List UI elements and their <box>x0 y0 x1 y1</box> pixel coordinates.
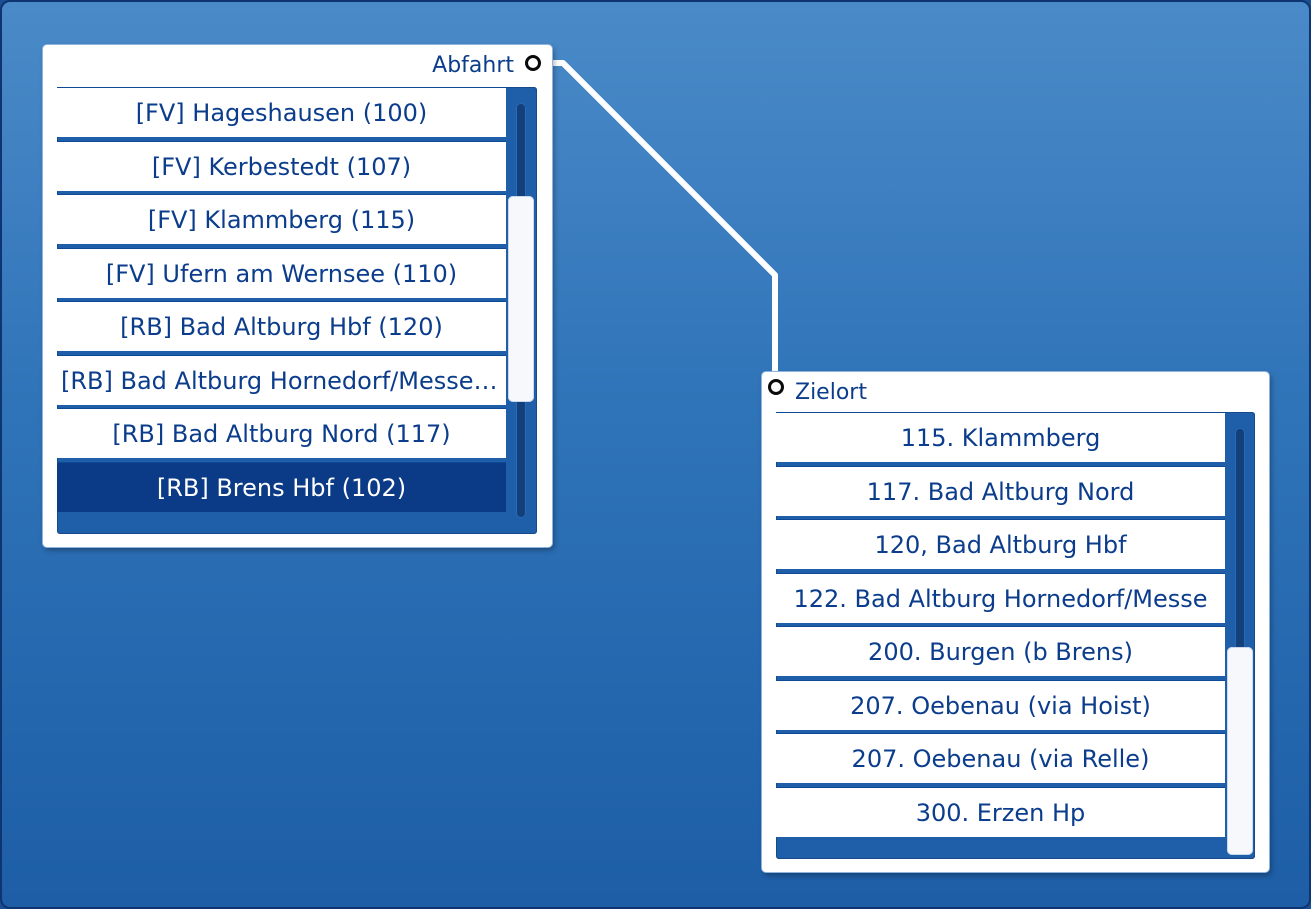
list-item[interactable]: 207. Oebenau (via Hoist) <box>776 679 1225 730</box>
list-item[interactable]: 207. Oebenau (via Relle) <box>776 733 1225 783</box>
destination-panel: Zielort 115. Klammberg 117. Bad Altburg … <box>762 372 1269 872</box>
departure-panel-title: Abfahrt <box>432 53 514 78</box>
destination-input-port[interactable] <box>768 379 784 395</box>
list-item[interactable]: 300. Erzen Hp <box>776 786 1225 837</box>
destination-list-frame: 115. Klammberg 117. Bad Altburg Nord 120… <box>776 412 1255 859</box>
list-item[interactable]: [RB] Bad Altburg Hbf (120) <box>57 301 506 351</box>
destination-list[interactable]: 115. Klammberg 117. Bad Altburg Nord 120… <box>776 412 1225 840</box>
list-item[interactable]: 122. Bad Altburg Hornedorf/Messe <box>776 572 1225 623</box>
list-item[interactable]: 115. Klammberg <box>776 412 1225 462</box>
list-item[interactable]: [RB] Bad Altburg Nord (117) <box>57 408 506 458</box>
destination-panel-title: Zielort <box>795 380 867 405</box>
departure-scrollbar-thumb[interactable] <box>508 195 534 402</box>
departure-list[interactable]: [FV] Hageshausen (100) [FV] Kerbestedt (… <box>57 87 506 515</box>
list-item[interactable]: [FV] Kerbestedt (107) <box>57 140 506 191</box>
list-item[interactable]: 200. Burgen (b Brens) <box>776 626 1225 676</box>
departure-list-frame: [FV] Hageshausen (100) [FV] Kerbestedt (… <box>57 87 537 534</box>
departure-panel: Abfahrt [FV] Hageshausen (100) [FV] Kerb… <box>43 45 552 547</box>
list-item[interactable]: 117. Bad Altburg Nord <box>776 465 1225 516</box>
departure-output-port[interactable] <box>525 55 541 71</box>
destination-scrollbar-thumb[interactable] <box>1227 647 1253 855</box>
list-item[interactable]: 120, Bad Altburg Hbf <box>776 519 1225 569</box>
list-item[interactable]: [FV] Ufern am Wernsee (110) <box>57 247 506 298</box>
list-item[interactable]: [FV] Klammberg (115) <box>57 194 506 244</box>
destination-scrollbar-track[interactable] <box>1235 428 1245 843</box>
list-item-selected[interactable]: [RB] Brens Hbf (102) <box>57 461 506 512</box>
list-item[interactable]: [FV] Hageshausen (100) <box>57 87 506 137</box>
list-item[interactable]: [RB] Bad Altburg Hornedorf/Messe ... <box>57 354 506 405</box>
